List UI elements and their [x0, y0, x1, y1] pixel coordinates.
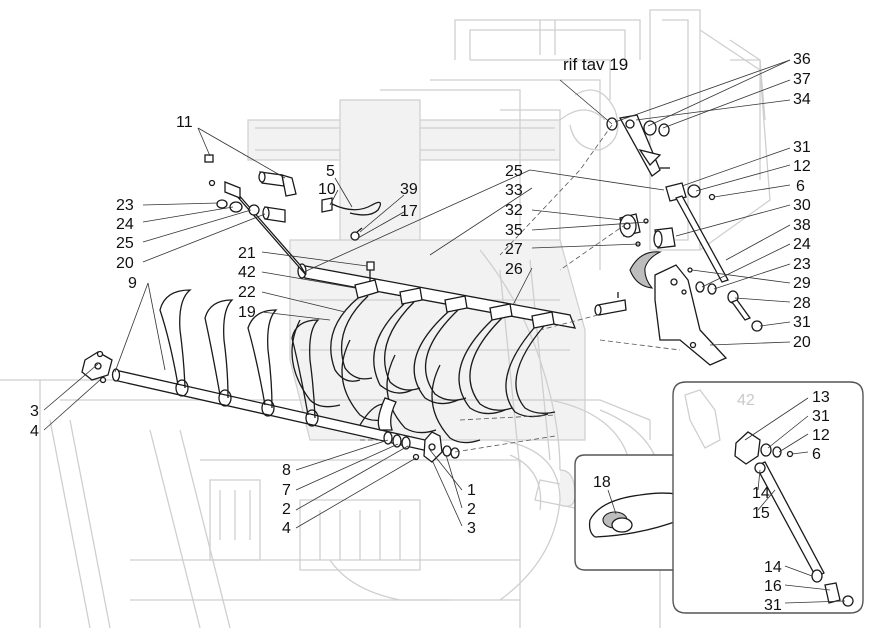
callout-7: 7: [282, 482, 291, 499]
callout-34: 34: [793, 91, 811, 108]
lower-tine-shaft: [111, 289, 429, 452]
upper-right-hardware: [606, 114, 670, 177]
callout-4-lower: 4: [282, 520, 291, 537]
callout-38: 38: [793, 217, 811, 234]
callout-37: 37: [793, 71, 811, 88]
callout-2-left: 2: [282, 501, 291, 518]
callout-36: 36: [793, 51, 811, 68]
callout-33: 33: [505, 182, 523, 199]
callout-20-right: 20: [793, 334, 811, 351]
mounting-plate: [654, 264, 728, 366]
upper-left-hardware: [204, 154, 382, 241]
callout-16: 16: [764, 578, 782, 595]
callout-31-b: 31: [793, 314, 811, 331]
callout-4-left: 4: [30, 423, 39, 440]
callout-27: 27: [505, 241, 523, 258]
callout-14-b: 14: [764, 559, 782, 576]
callout-6-a: 6: [796, 178, 805, 195]
callout-35: 35: [505, 222, 523, 239]
callout-28: 28: [793, 295, 811, 312]
link-rod-assembly: [665, 182, 763, 332]
callout-5: 5: [326, 163, 335, 180]
callout-24-right: 24: [793, 236, 811, 253]
callout-2-right: 2: [467, 501, 476, 518]
callout-32: 32: [505, 202, 523, 219]
callout-15: 15: [752, 505, 770, 522]
inset-detail-rod: 42: [672, 381, 864, 614]
callout-23-left: 23: [116, 197, 134, 214]
callout-14-a: 14: [752, 485, 770, 502]
callout-3-right: 3: [467, 520, 476, 537]
leader-lines: [43, 59, 791, 529]
callout-24-left: 24: [116, 216, 134, 233]
callout-17: 17: [400, 203, 418, 220]
callout-labels: rif tav 19 11 5 10 39 17 23 24 25 20 9 2…: [30, 51, 830, 614]
callout-25-center: 25: [505, 163, 523, 180]
center-bolt: [366, 261, 375, 282]
callout-13: 13: [812, 389, 830, 406]
callout-9: 9: [128, 275, 137, 292]
callout-26: 26: [505, 261, 523, 278]
callout-23-right: 23: [793, 256, 811, 273]
lower-right-flange: [383, 431, 460, 463]
callout-31-d: 31: [764, 597, 782, 614]
callout-3-left: 3: [30, 403, 39, 420]
callout-6-b: 6: [812, 446, 821, 463]
drive-hub: [619, 213, 676, 249]
callout-8: 8: [282, 462, 291, 479]
callout-21: 21: [238, 245, 256, 262]
callout-18: 18: [593, 474, 611, 491]
callout-12-b: 12: [812, 427, 830, 444]
callout-12-a: 12: [793, 158, 811, 175]
pivot-pin: [594, 292, 627, 316]
tine-mounts: [354, 279, 555, 329]
callout-42: 42: [238, 264, 256, 281]
callout-1: 1: [467, 482, 476, 499]
callout-30: 30: [793, 197, 811, 214]
callout-11: 11: [176, 114, 193, 131]
callout-22: 22: [238, 284, 256, 301]
callout-29: 29: [793, 275, 811, 292]
callout-20-left: 20: [116, 255, 134, 272]
callout-31-a: 31: [793, 139, 811, 156]
inset-ghost-label: 42: [737, 392, 755, 409]
left-flange: [81, 350, 113, 384]
callout-31-c: 31: [812, 408, 830, 425]
callout-10: 10: [318, 181, 336, 198]
callout-19: 19: [238, 304, 256, 321]
reference-label: rif tav 19: [563, 55, 628, 74]
snap-ring: [629, 251, 662, 289]
callout-39: 39: [400, 181, 418, 198]
tine-bracket: [377, 397, 397, 431]
callout-25-left: 25: [116, 235, 134, 252]
inset-detail-18: [574, 454, 701, 571]
